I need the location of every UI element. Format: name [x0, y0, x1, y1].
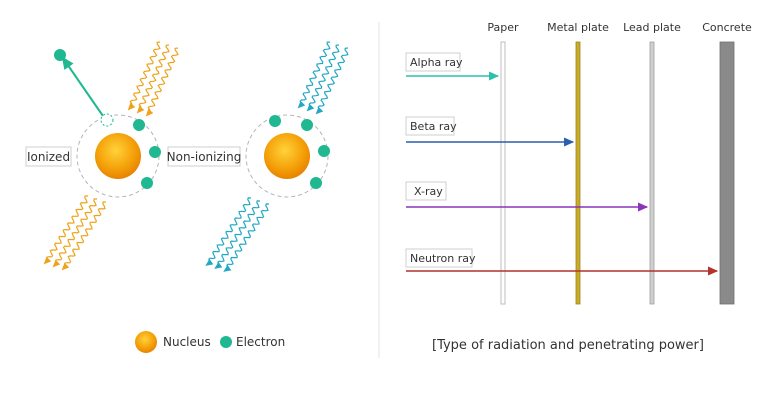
electron [141, 177, 153, 189]
neutron-ray-label: Neutron ray [410, 252, 476, 265]
electron [301, 119, 313, 131]
radiation-wave [214, 200, 261, 269]
electron [133, 119, 145, 131]
alpha-ray-label: Alpha ray [410, 56, 463, 69]
nucleus [95, 133, 141, 179]
electron [269, 115, 281, 127]
radiation-wave [61, 201, 106, 271]
paper-bar [500, 41, 506, 305]
nucleus-legend-label: Nucleus [163, 335, 211, 349]
material-label-paper: Paper [487, 21, 519, 34]
electron-vacancy [100, 113, 114, 127]
non-ionized-atom [245, 114, 330, 198]
radiation-wave [136, 44, 170, 114]
electron [310, 177, 322, 189]
electron [149, 146, 161, 158]
radiation-wave [306, 44, 340, 112]
x-ray-label: X-ray [414, 185, 443, 198]
beta-ray: Beta ray [405, 116, 575, 147]
non-ionizing-label-box: Non-ionizing [167, 146, 242, 167]
electron-legend-icon [220, 336, 232, 348]
x-ray: X-ray [405, 181, 649, 212]
metal-plate-bar [575, 41, 581, 305]
nucleus-legend-icon [135, 331, 157, 353]
diagram-caption: [Type of radiation and penetrating power… [432, 338, 704, 353]
radiation-wave [145, 47, 179, 117]
material-label-metal-plate: Metal plate [547, 21, 609, 34]
beta-ray-label: Beta ray [410, 120, 457, 133]
ionized-label: Ionized [27, 150, 70, 164]
radiation-wave [52, 198, 97, 268]
concrete-bar [719, 41, 735, 305]
radiation-wave [315, 47, 349, 115]
radiation-waves [43, 41, 349, 272]
ejected-electron-path [61, 56, 104, 117]
radiation-wave [205, 197, 252, 266]
penetration-diagram: Paper Metal plate Lead plate Concrete Al… [405, 21, 752, 353]
ionized-atom [54, 49, 161, 198]
electron [318, 145, 330, 157]
radiation-wave [127, 41, 161, 111]
alpha-ray: Alpha ray [405, 52, 500, 81]
radiation-wave [43, 195, 88, 265]
electron-orbit [245, 114, 329, 198]
ionized-label-box: Ionized [25, 146, 72, 167]
atom-diagrams: Ionized Non-ionizing Nucleus Electron [25, 41, 349, 353]
radiation-wave [223, 203, 270, 272]
neutron-ray: Neutron ray [405, 248, 719, 276]
nucleus [264, 133, 310, 179]
ejected-electron [54, 49, 66, 61]
electron-legend-label: Electron [236, 335, 285, 349]
material-label-lead-plate: Lead plate [623, 21, 681, 34]
material-label-concrete: Concrete [702, 21, 752, 34]
non-ionizing-label: Non-ionizing [167, 150, 242, 164]
lead-plate-bar [649, 41, 655, 305]
legend: Nucleus Electron [135, 331, 285, 353]
radiation-wave [297, 41, 331, 109]
